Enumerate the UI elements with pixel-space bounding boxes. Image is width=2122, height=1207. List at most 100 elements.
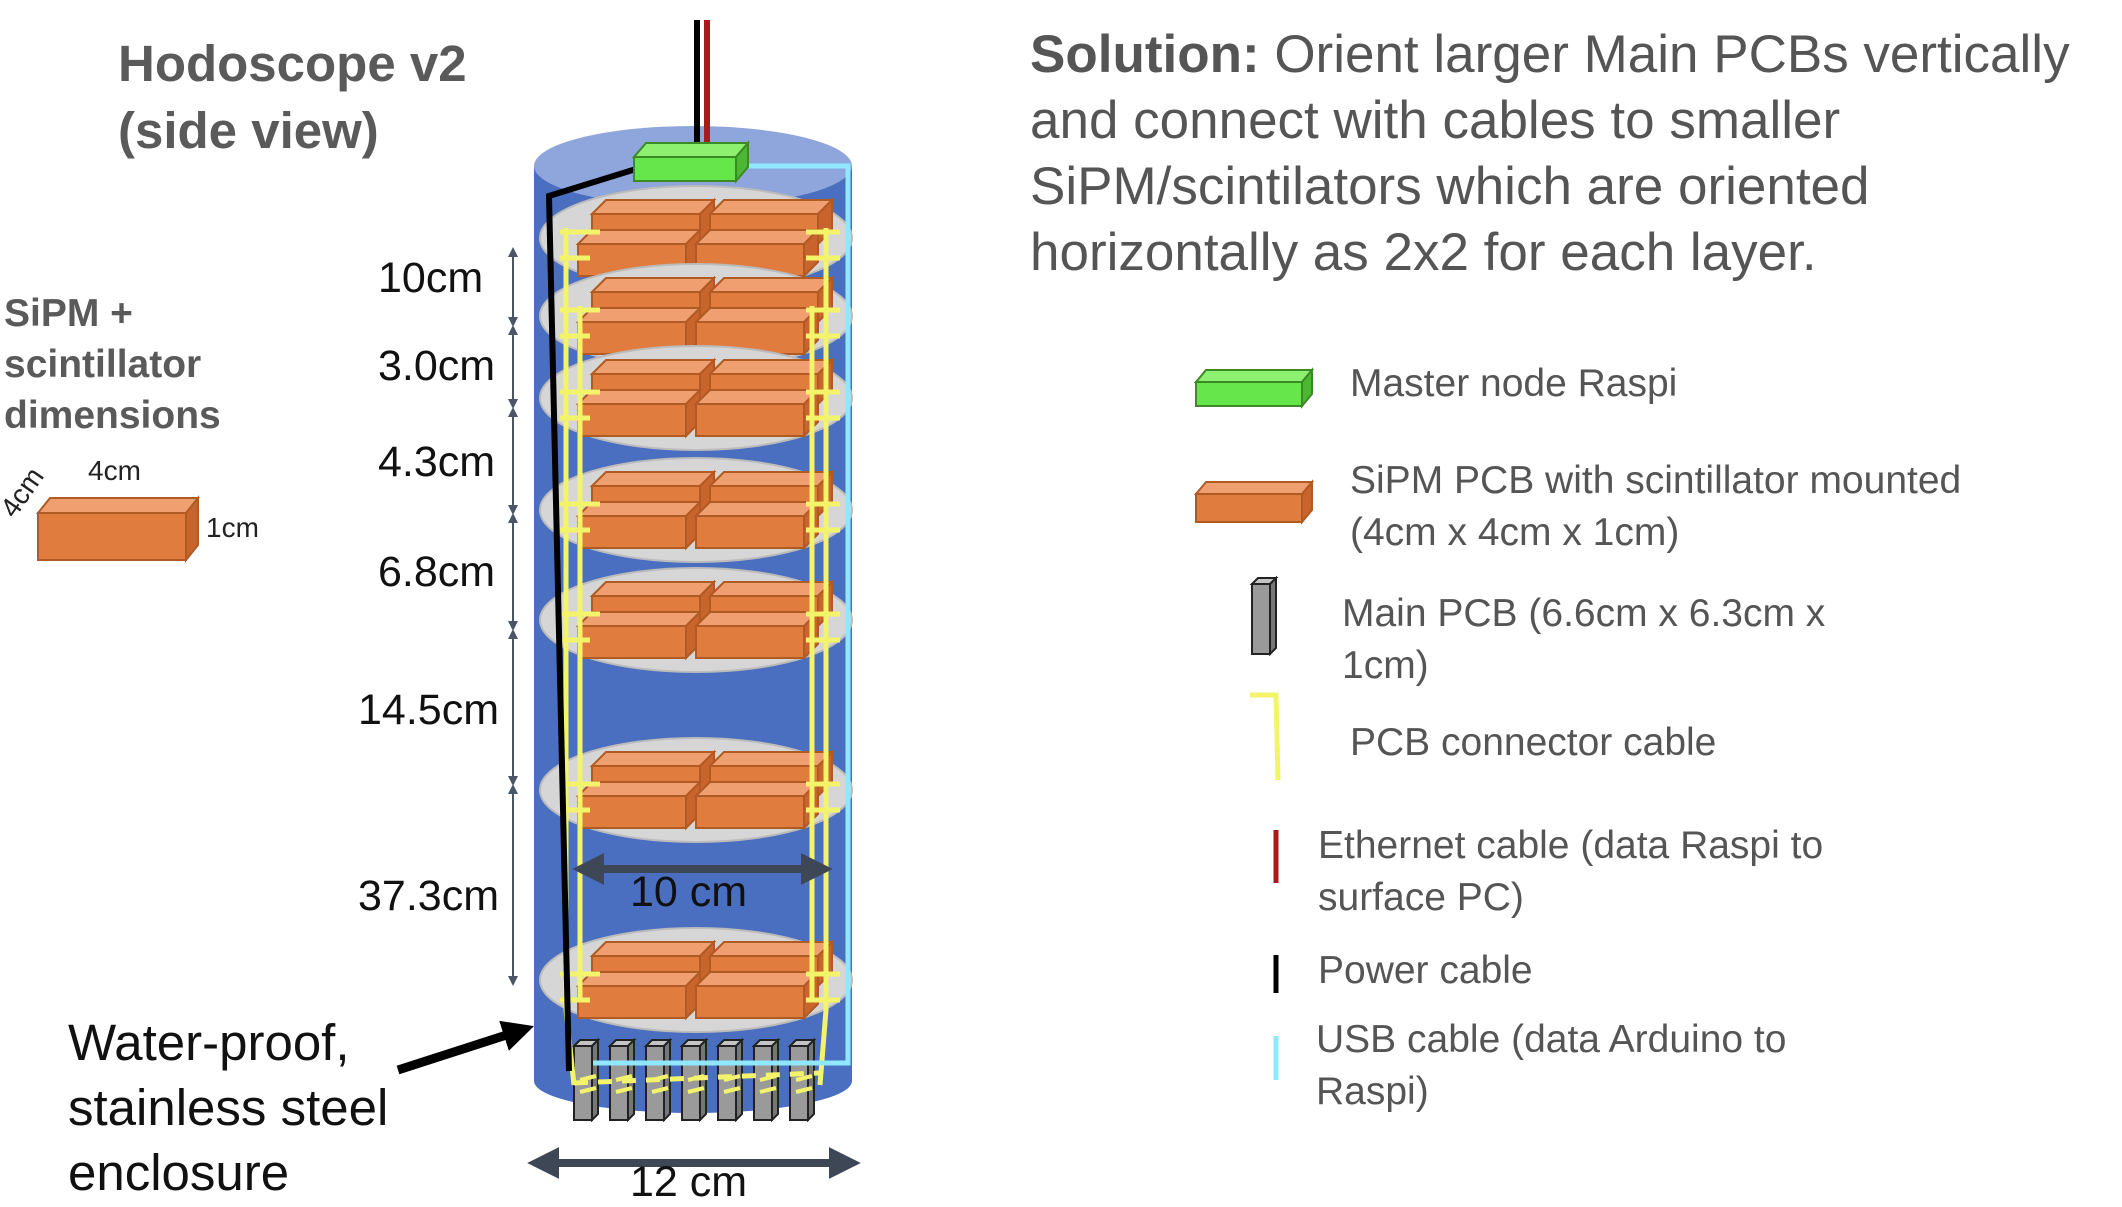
legend-label-usb: USB cable (data Arduino to Raspi) [1316, 1014, 1786, 1118]
sipm-box-top [589, 581, 717, 597]
main-pcb-side [771, 1037, 779, 1123]
main-pcb-cable [615, 1074, 633, 1094]
sipm-box [695, 515, 805, 549]
legend-line: 1cm) [1342, 644, 1429, 687]
sipm-layer [539, 567, 853, 673]
solution-text: Solution: Orient larger Main PCBs vertic… [1030, 22, 2070, 286]
sipm-box [577, 795, 687, 829]
sipm-layer [539, 457, 853, 563]
legend-line: Master node Raspi [1350, 362, 1678, 405]
spacing-label: 4.3cm [378, 438, 496, 486]
enclosure-line-1: Water-proof, [68, 1014, 350, 1071]
sipm-layer [539, 927, 853, 1033]
sipm-box [577, 625, 687, 659]
sipm-box [695, 625, 805, 659]
sipm-layer [539, 737, 853, 843]
legend-line: (4cm x 4cm x 1cm) [1350, 511, 1680, 554]
sipm-box-top [589, 359, 717, 375]
sipm-dimension-box [35, 495, 201, 563]
outer-width-label: 12 cm [630, 1158, 748, 1206]
spacing-label: 6.8cm [378, 548, 496, 596]
sipm-box [577, 515, 687, 549]
legend-yellow-cable-icon [1250, 692, 1281, 781]
sipm-box-top [693, 389, 821, 405]
sipm-box [577, 985, 687, 1019]
title-line-1: Hodoscope v2 [118, 35, 467, 92]
sipm-layer [539, 345, 853, 451]
spacing-label: 37.3cm [358, 872, 500, 920]
sipm-box-top [693, 781, 821, 797]
legend-label-power: Power cable [1318, 945, 1533, 997]
spacing-label: 3.0cm [378, 342, 496, 390]
sipm-box-top [589, 277, 717, 293]
solution-line-1: Orient larger Main PCBs vertically [1259, 25, 2070, 84]
main-pcb-cable [723, 1074, 741, 1094]
legend-line: PCB connector cable [1350, 721, 1717, 764]
sipm-box-top [589, 471, 717, 487]
inner-width-label: 10 cm [630, 868, 748, 916]
sipm-box [695, 985, 805, 1019]
sipm-box [695, 403, 805, 437]
usb-cable [593, 163, 851, 1066]
legend-line: Power cable [1318, 949, 1533, 992]
legend-line: Ethernet cable (data Raspi to [1318, 824, 1824, 867]
spacing-label: 10cm [378, 254, 484, 302]
legend-label-sipm: SiPM PCB with scintillator mounted (4cm … [1350, 455, 1961, 559]
solution-bold: Solution: [1030, 25, 1260, 84]
sipm-title-line-2: scintillator [4, 343, 202, 386]
legend-green-box-icon [1193, 367, 1315, 409]
legend-gray-pcb-icon [1249, 575, 1279, 657]
solution-line-2: and connect with cables to smaller [1030, 91, 1841, 150]
master-raspi-box [631, 140, 751, 184]
connector-bottom-run [573, 1070, 821, 1086]
legend-label-main-pcb: Main PCB (6.6cm x 6.3cm x 1cm) [1342, 588, 1825, 692]
sipm-right-label: 1cm [206, 512, 259, 543]
main-pcb [681, 1045, 701, 1121]
sipm-box-top [693, 501, 821, 517]
legend-orange-box-icon [1193, 479, 1315, 525]
enclosure-line-3: enclosure [68, 1144, 290, 1201]
legend-line: Raspi) [1316, 1070, 1429, 1113]
main-pcb-side [663, 1037, 671, 1123]
connector-bundle-right [817, 228, 829, 1086]
sipm-box-top [589, 941, 717, 957]
legend-line: USB cable (data Arduino to [1316, 1018, 1787, 1061]
sipm-dimensions-title: SiPM + scintillator dimensions [4, 288, 221, 441]
main-pcb [753, 1045, 773, 1121]
enclosure-label: Water-proof, stainless steel enclosure [68, 1010, 388, 1205]
spacing-label: 14.5cm [358, 686, 500, 734]
legend-label-ethernet: Ethernet cable (data Raspi to surface PC… [1318, 820, 1823, 924]
solution-line-4: horizontally as 2x2 for each layer. [1030, 223, 1817, 282]
sipm-box [577, 403, 687, 437]
title-line-2: (side view) [118, 102, 379, 159]
legend-line: surface PC) [1318, 876, 1524, 919]
main-pcb-side [591, 1037, 599, 1123]
main-pcb-side [735, 1037, 743, 1123]
sipm-box-top [693, 229, 821, 245]
legend-label-connector: PCB connector cable [1350, 717, 1716, 769]
sipm-box-top [693, 307, 821, 323]
sipm-box-top [693, 971, 821, 987]
sipm-box-top [589, 751, 717, 767]
sipm-layers [539, 185, 853, 1033]
legend-line: SiPM PCB with scintillator mounted [1350, 459, 1962, 502]
main-pcb [789, 1045, 809, 1121]
main-pcb [717, 1045, 737, 1121]
power-cable [545, 20, 700, 1072]
sipm-box [695, 795, 805, 829]
solution-line-3: SiPM/scintilators which are oriented [1030, 157, 1870, 216]
enclosure-pointer-arrow [396, 1020, 534, 1075]
enclosure-line-2: stainless steel [68, 1079, 389, 1136]
main-pcb-cable [579, 1074, 597, 1094]
sipm-box-top [707, 199, 835, 215]
main-pcb-side [807, 1037, 815, 1123]
sipm-title-line-1: SiPM + [4, 292, 133, 335]
sipm-box-top [707, 277, 835, 293]
legend-line: Main PCB (6.6cm x 6.3cm x [1342, 592, 1826, 635]
main-pcb [645, 1045, 665, 1121]
main-pcb-cable [795, 1074, 813, 1094]
sipm-box-top [693, 611, 821, 627]
legend-label-raspi: Master node Raspi [1350, 358, 1677, 410]
